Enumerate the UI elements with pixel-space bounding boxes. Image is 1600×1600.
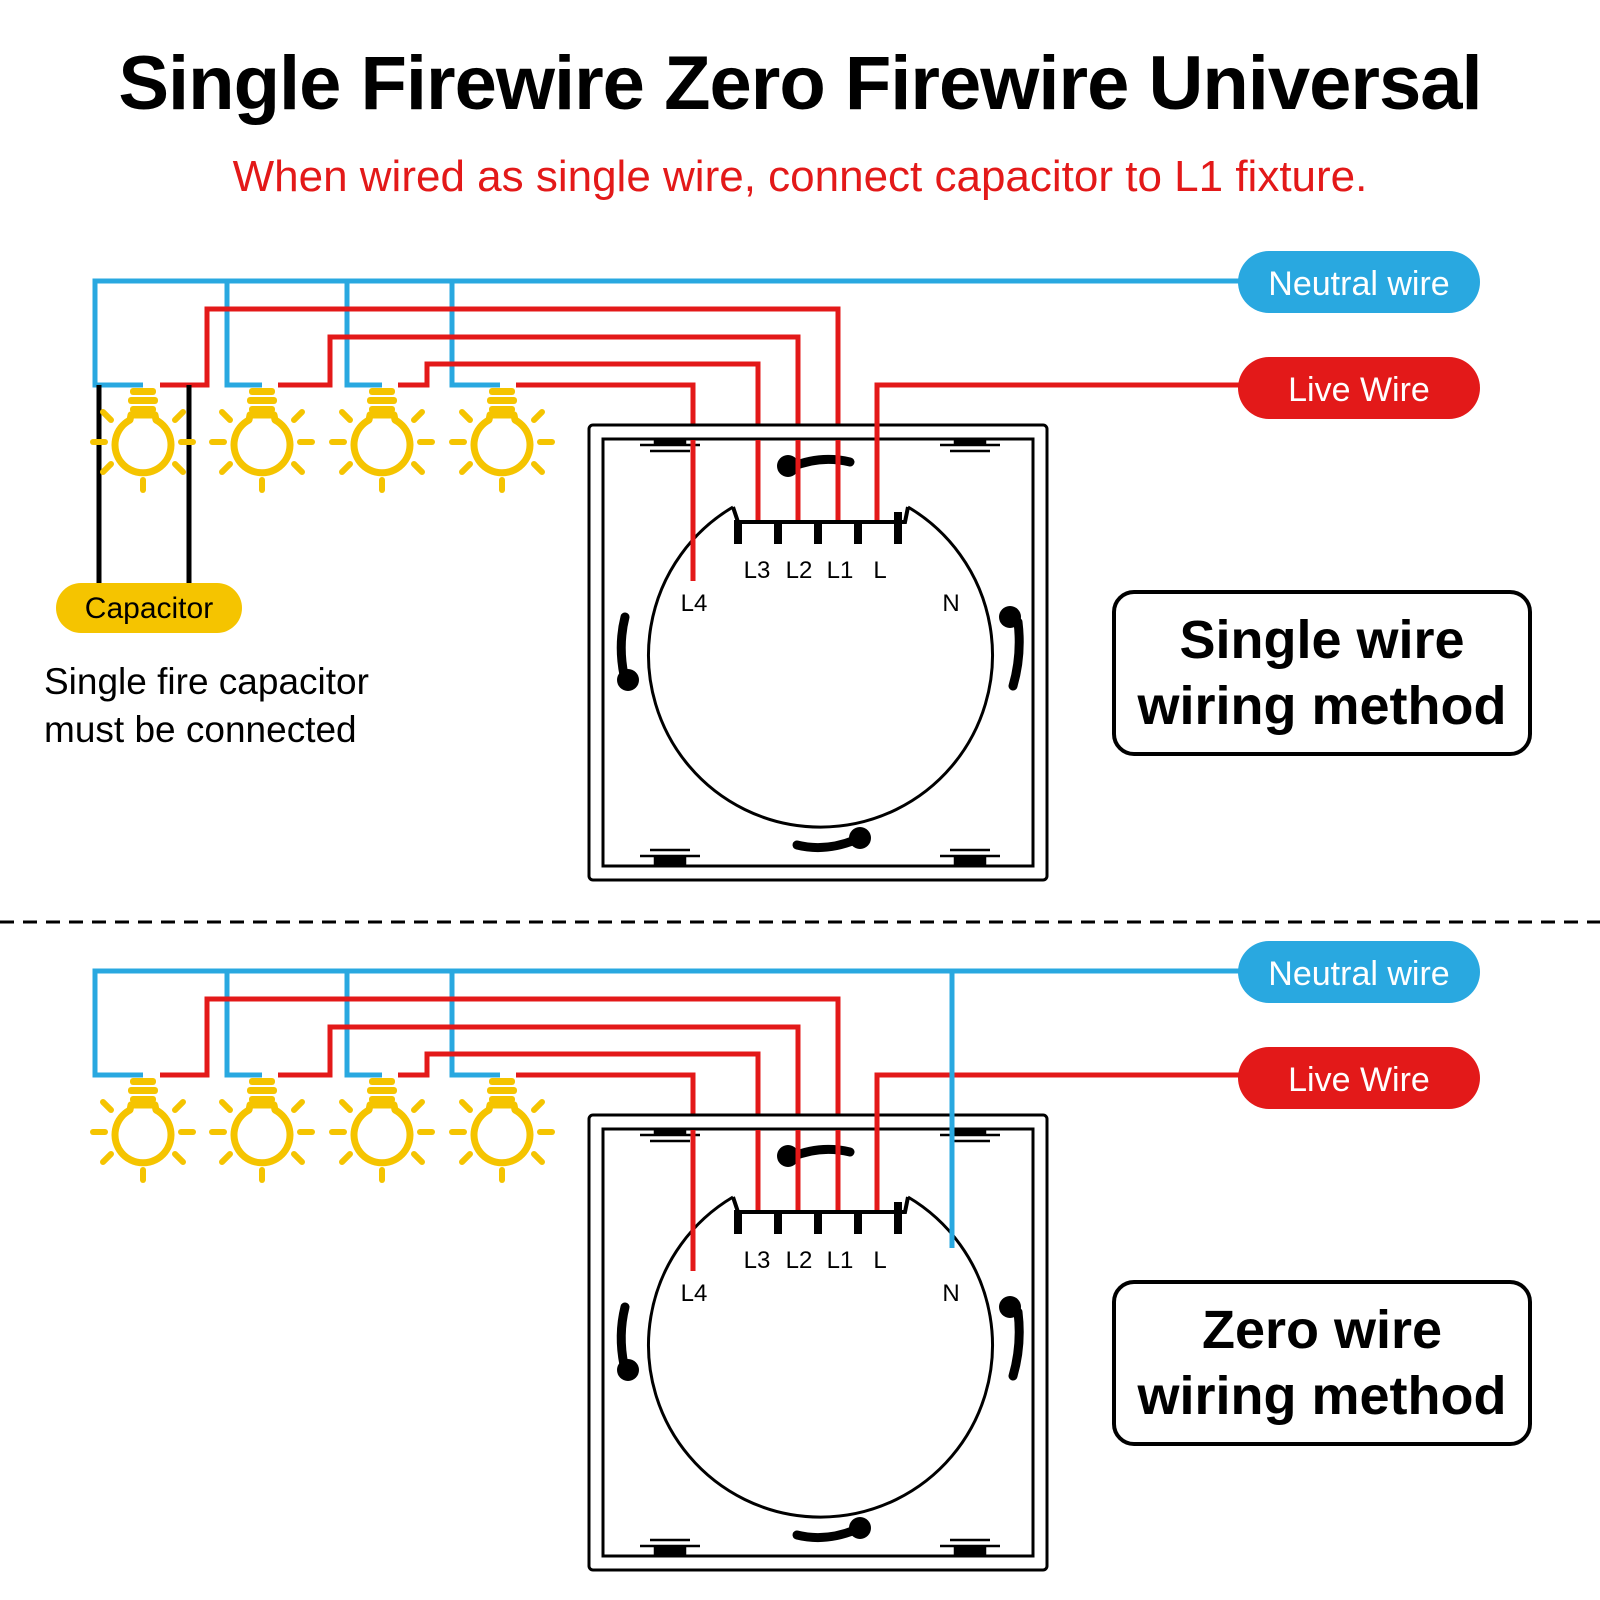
capacitor-note-line2: must be connected	[44, 709, 357, 750]
terminal-n-label: N	[942, 590, 959, 617]
neutral-wire-badge	[1238, 941, 1480, 1003]
zero-wire-method-line1: Zero wire	[1201, 1300, 1443, 1360]
light-bulb-icon	[332, 388, 432, 490]
light-bulb-icon	[212, 1078, 312, 1180]
neutral-wire-label: Neutral wire	[1268, 955, 1449, 993]
live-wire-badge	[1238, 357, 1480, 419]
light-bulb-icon	[452, 388, 552, 490]
light-bulb-icon	[452, 1078, 552, 1180]
light-bulb-icon	[93, 1078, 193, 1180]
capacitor-leads	[96, 385, 192, 585]
capacitor-note-line1: Single fire capacitor	[44, 661, 369, 702]
light-bulb-icon	[212, 388, 312, 490]
terminal-l3-label: L3	[744, 557, 771, 584]
neutral-wire	[92, 968, 1240, 1078]
single-wire-method-line2: wiring method	[1137, 676, 1507, 736]
zero-wire-method-line2: wiring method	[1137, 1366, 1507, 1426]
switch-panel-icon	[589, 1115, 1047, 1570]
terminal-l-label: L	[873, 1247, 886, 1274]
capacitor-label: Capacitor	[85, 592, 213, 625]
terminal-l1-label: L1	[827, 557, 854, 584]
single-wire-method-line1: Single wire	[1179, 610, 1465, 670]
page-title: Single Firewire Zero Firewire Universal	[118, 41, 1482, 126]
terminal-l2-label: L2	[786, 557, 813, 584]
live-wire-label: Live Wire	[1288, 371, 1430, 409]
terminal-n-label: N	[942, 1280, 959, 1307]
terminal-l1-label: L1	[827, 1247, 854, 1274]
capacitor-note: Single fire capacitor must be connected	[44, 658, 464, 754]
terminal-l-label: L	[873, 557, 886, 584]
single-wire-section: L3 L2 L1 L L4 N Capacitor Neutral wire L…	[56, 251, 1480, 880]
zero-wire-method-box: Zero wire wiring method	[1112, 1280, 1532, 1446]
zero-wire-section: L3 L2 L1 L L4 N Neutral wire Live Wire	[93, 941, 1480, 1570]
switch-panel-icon	[589, 425, 1047, 880]
page-subtitle: When wired as single wire, connect capac…	[232, 152, 1368, 201]
neutral-wire-badge	[1238, 251, 1480, 313]
terminal-l2-label: L2	[786, 1247, 813, 1274]
terminal-l4-label: L4	[681, 590, 708, 617]
terminal-l3-label: L3	[744, 1247, 771, 1274]
capacitor-badge	[56, 583, 242, 633]
live-wire-badge	[1238, 1047, 1480, 1109]
light-bulb-icon	[332, 1078, 432, 1180]
terminal-l4-label: L4	[681, 1280, 708, 1307]
live-wire-label: Live Wire	[1288, 1061, 1430, 1099]
neutral-wire	[92, 278, 1240, 388]
neutral-wire-label: Neutral wire	[1268, 265, 1449, 303]
single-wire-method-box: Single wire wiring method	[1112, 590, 1532, 756]
light-bulb-icon	[93, 388, 193, 490]
